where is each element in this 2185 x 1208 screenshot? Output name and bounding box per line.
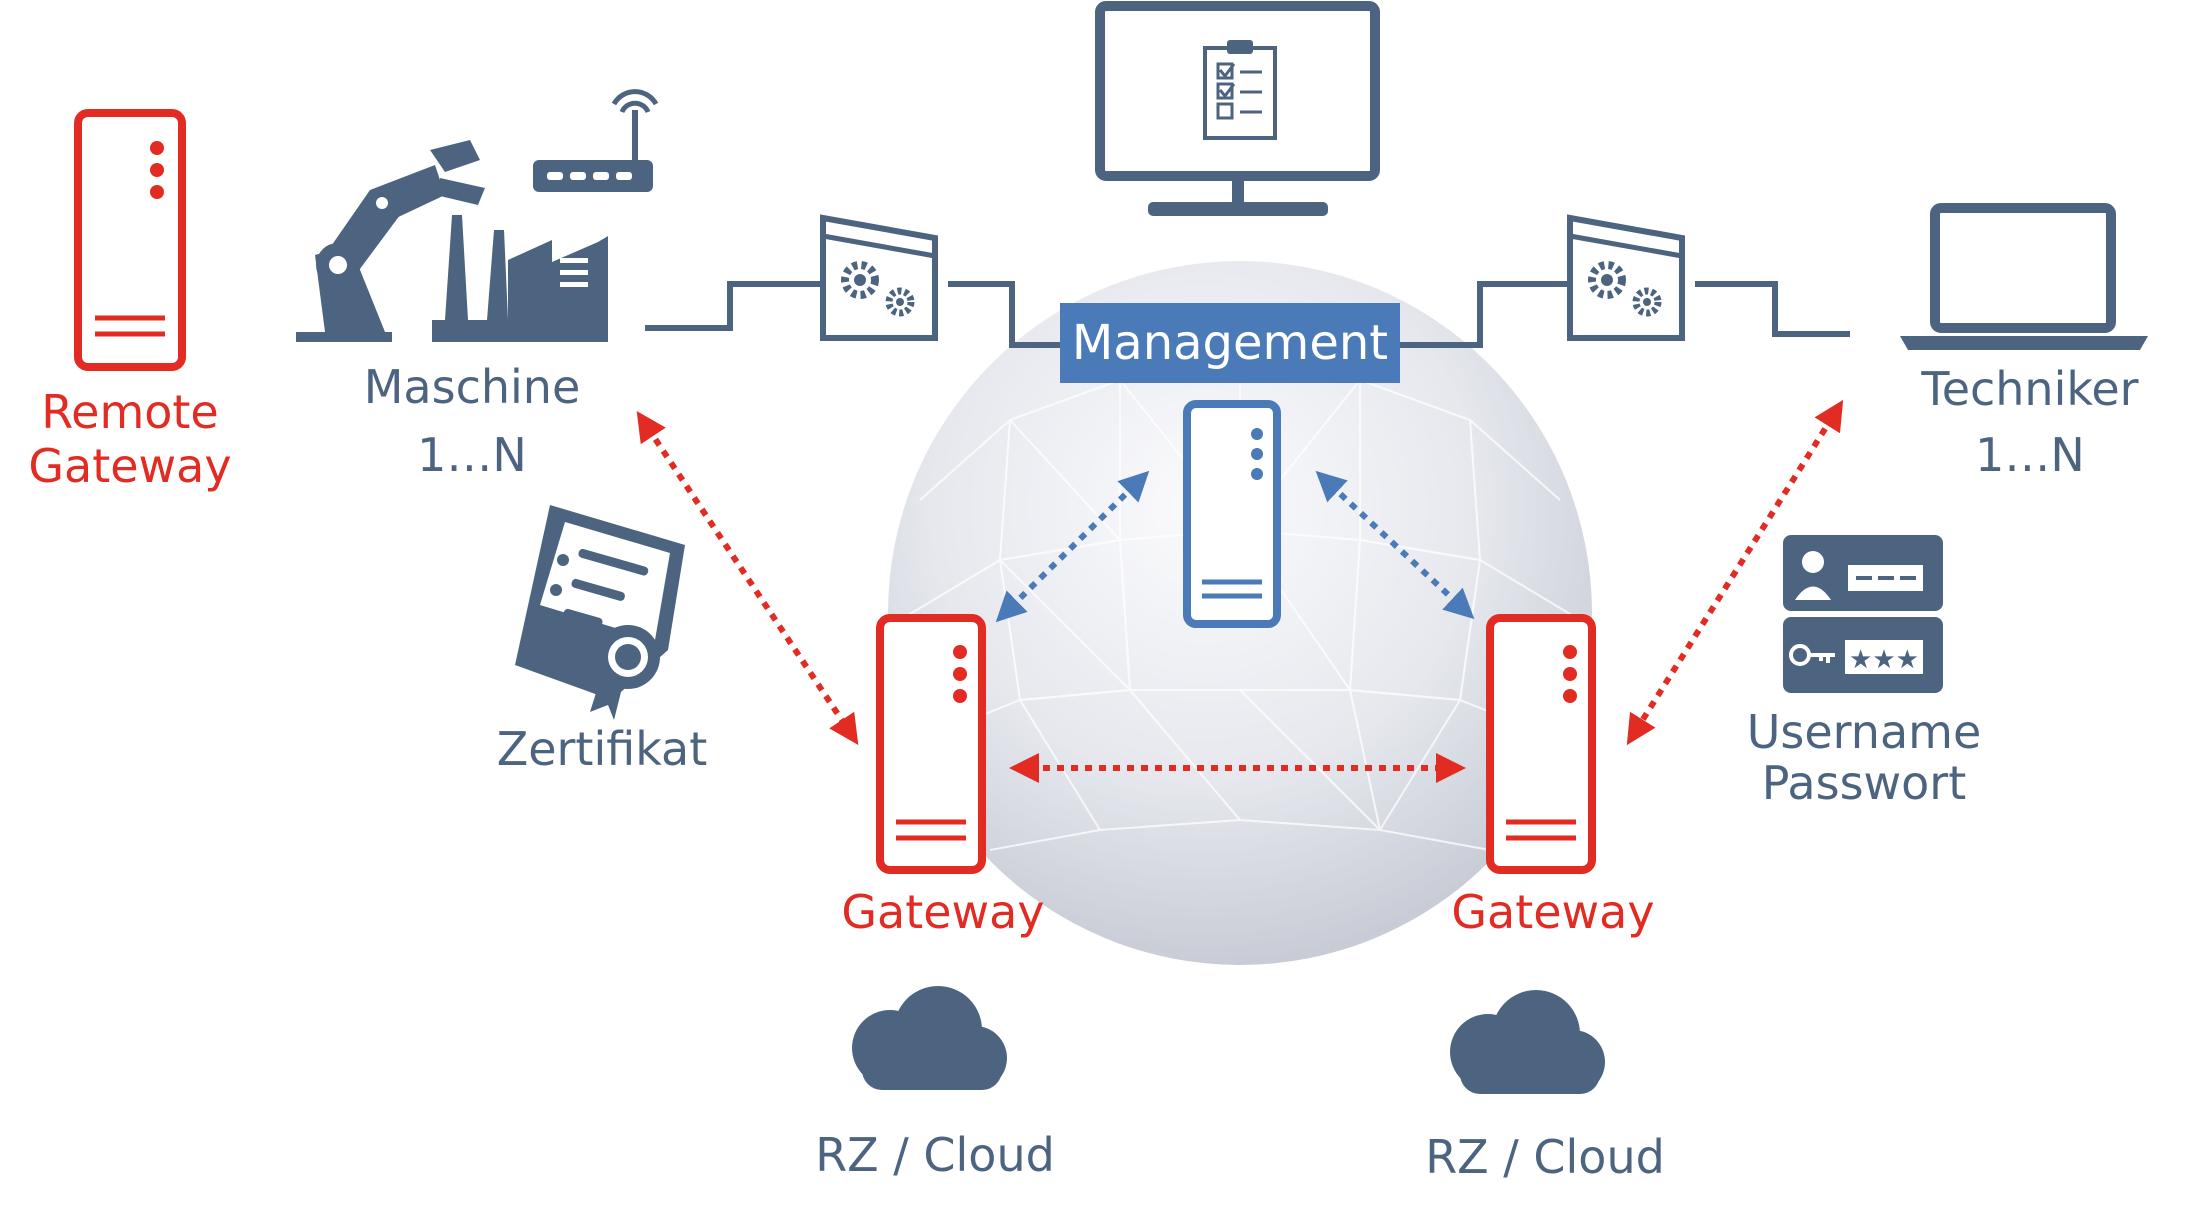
management-label: Management bbox=[1060, 303, 1400, 383]
certificate-label: Zertifikat bbox=[496, 722, 708, 776]
gateway-right-server-icon bbox=[1486, 614, 1596, 874]
gateway-right-label: Gateway bbox=[1451, 885, 1655, 939]
credentials-label-line1: Username bbox=[1746, 705, 1982, 759]
svg-text:★★★: ★★★ bbox=[1849, 645, 1919, 675]
technician-label-line2: 1…N bbox=[1975, 428, 2085, 482]
machine-label-line1: Maschine bbox=[363, 360, 581, 414]
monitor-checklist-icon bbox=[1095, 1, 1380, 216]
username-card-icon bbox=[1783, 535, 1943, 611]
technician-label-line1: Techniker bbox=[1921, 362, 2139, 416]
factory-icon bbox=[432, 215, 608, 342]
machine-label-line2: 1…N bbox=[417, 428, 527, 482]
remote-gateway-label-line2: Gateway bbox=[28, 439, 232, 493]
cloud-right-label: RZ / Cloud bbox=[1425, 1130, 1665, 1184]
gateway-left-label: Gateway bbox=[841, 885, 1045, 939]
gateway-left-server-icon bbox=[876, 614, 986, 874]
remote-gateway-server-icon bbox=[74, 109, 186, 371]
config-window-icon-left bbox=[820, 214, 938, 341]
cloud-icon-left bbox=[852, 986, 1007, 1090]
remote-gateway-label-line1: Remote bbox=[41, 385, 219, 439]
cloud-left-label: RZ / Cloud bbox=[815, 1128, 1055, 1182]
cloud-icon-right bbox=[1450, 990, 1605, 1094]
credentials-label-line2: Passwort bbox=[1761, 756, 1967, 810]
connection-lines bbox=[645, 281, 1850, 348]
robot-arm-icon bbox=[296, 140, 485, 342]
certificate-icon bbox=[515, 505, 685, 720]
router-icon bbox=[533, 89, 659, 192]
management-connections bbox=[995, 470, 1475, 623]
config-window-icon-right bbox=[1567, 214, 1685, 341]
management-server-icon bbox=[1183, 400, 1281, 628]
laptop-icon bbox=[1900, 203, 2148, 350]
password-card-icon: ★★★ bbox=[1783, 617, 1943, 693]
gateway-connections bbox=[636, 399, 1844, 783]
